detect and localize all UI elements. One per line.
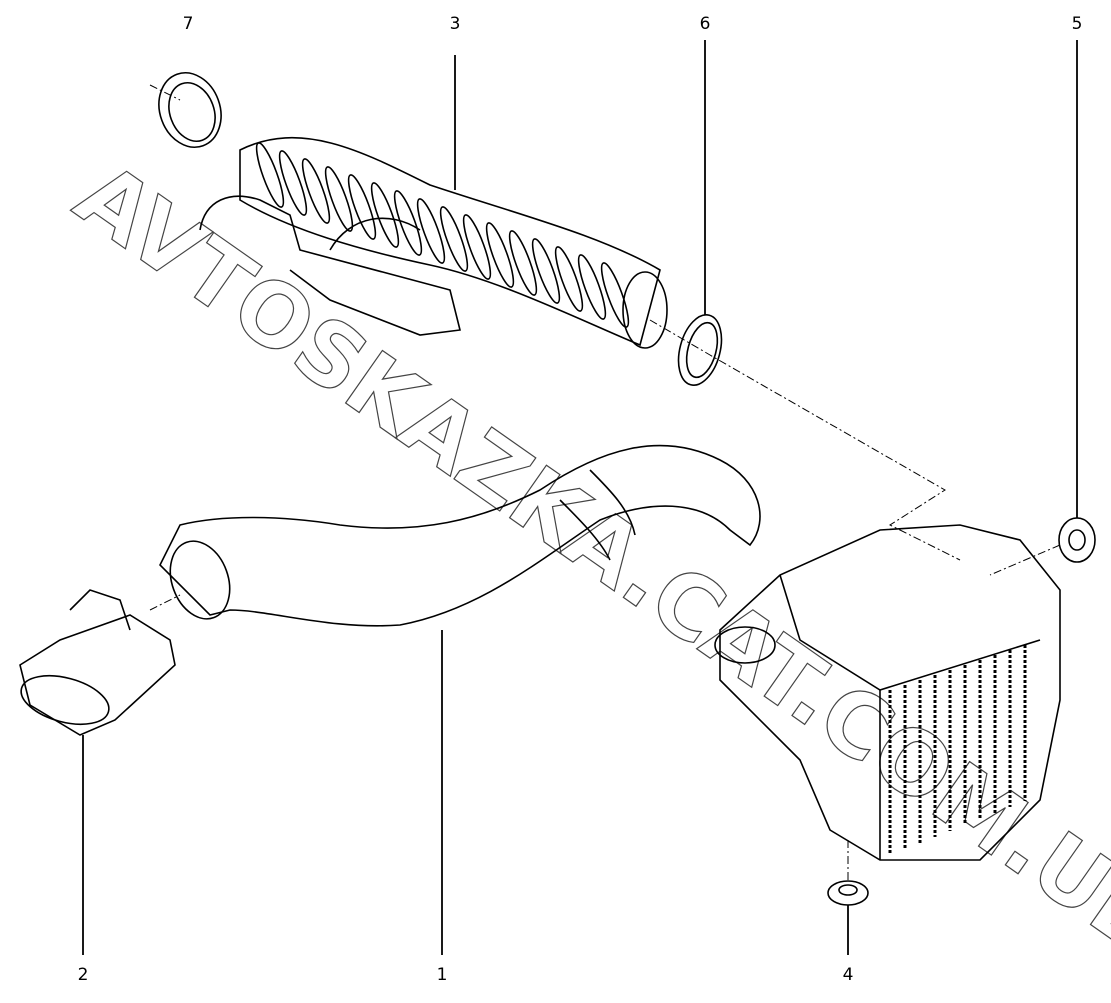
part-1-air-duct xyxy=(159,444,761,627)
hose-rib xyxy=(393,190,423,256)
callout-6: 6 xyxy=(699,14,711,34)
callout-1: 1 xyxy=(436,965,448,985)
hose-rib xyxy=(600,262,630,328)
assembly-line xyxy=(149,594,181,611)
assembly-line xyxy=(149,84,181,101)
hose-rib xyxy=(439,206,469,272)
callout-3: 3 xyxy=(449,14,461,34)
callout-2: 2 xyxy=(77,965,89,985)
hose-rib xyxy=(370,182,400,248)
hose-rib xyxy=(485,222,515,288)
hose-rib xyxy=(347,174,377,240)
part-7-clamp xyxy=(158,72,222,148)
hose-rib xyxy=(577,254,607,320)
callout-4: 4 xyxy=(842,965,854,985)
part-5-grommet xyxy=(1058,517,1096,563)
hose-rib xyxy=(531,238,561,304)
callout-5: 5 xyxy=(1071,14,1083,34)
hose-rib xyxy=(255,142,285,208)
part-6-clamp xyxy=(677,314,723,386)
hose-rib xyxy=(554,246,584,312)
assembly-line xyxy=(989,544,1061,576)
part-4-grommet xyxy=(827,880,869,906)
hose-rib xyxy=(278,150,308,216)
part-2-air-inlet xyxy=(19,589,176,736)
callout-7: 7 xyxy=(182,14,194,34)
hose-rib xyxy=(324,166,354,232)
assembly-line xyxy=(649,319,961,561)
part-3-intake-hose xyxy=(199,136,668,349)
hose-rib xyxy=(416,198,446,264)
air-filter-housing xyxy=(714,524,1061,861)
hose-rib xyxy=(301,158,331,224)
hose-rib xyxy=(462,214,492,280)
watermark: AVTOSKAZKA.CAT.COM.UE xyxy=(58,143,1111,972)
hose-rib xyxy=(508,230,538,296)
